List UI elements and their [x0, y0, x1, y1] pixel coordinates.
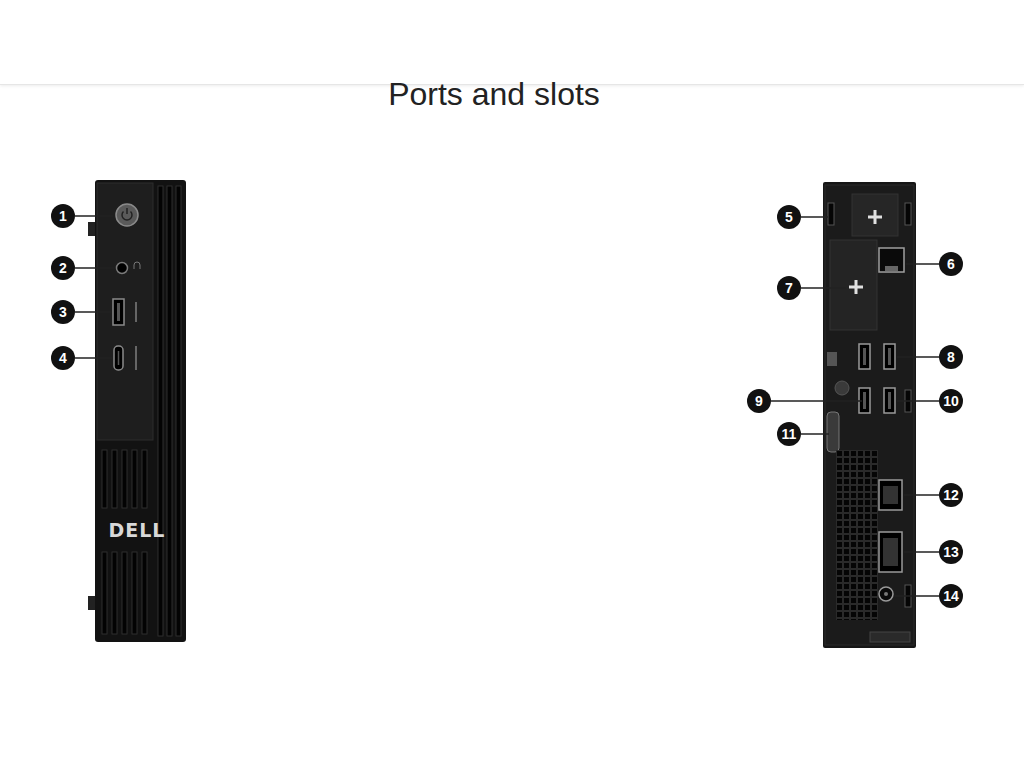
callout-number: 10: [939, 389, 963, 413]
callout-number: 7: [777, 276, 801, 300]
callout-number: 4: [51, 346, 75, 370]
callout-number: 11: [777, 422, 801, 446]
callout-number: 3: [51, 300, 75, 324]
callout-number: 1: [51, 204, 75, 228]
callout-number: 2: [51, 256, 75, 280]
page-title: Ports and slots: [0, 76, 988, 113]
callout-number: 8: [939, 345, 963, 369]
header-band: [0, 0, 1024, 85]
callout-number: 14: [939, 584, 963, 608]
leader-lines: [75, 216, 939, 596]
callout-number: 12: [939, 483, 963, 507]
front-view: [88, 180, 186, 642]
callout-discs: [51, 204, 963, 608]
callout-number: 6: [939, 252, 963, 276]
brand-logo: DELL: [109, 519, 166, 541]
callout-number: 13: [939, 540, 963, 564]
callout-number: 9: [747, 389, 771, 413]
callout-number: 5: [777, 205, 801, 229]
rear-view: [823, 182, 916, 648]
